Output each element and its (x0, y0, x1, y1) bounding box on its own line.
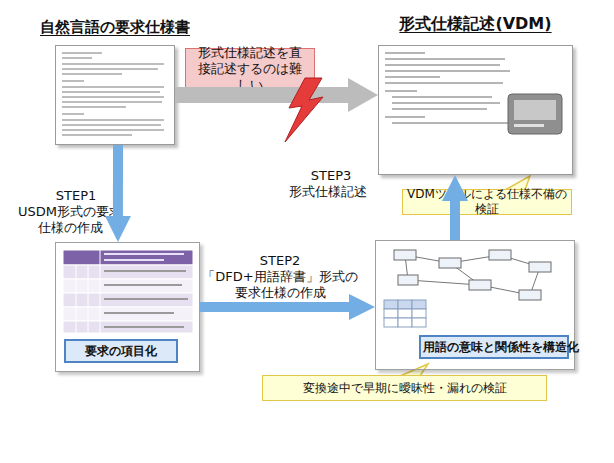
step-arrow (450, 195, 460, 240)
section-heading: 自然言語の要求仕様書 (40, 18, 190, 37)
table-text-lines (104, 253, 188, 328)
step-number: STEP3 (288, 168, 374, 184)
step-number: STEP1 (28, 188, 124, 204)
note-callout: VDMツールによる仕様不備の検証 (402, 189, 572, 215)
step-arrow (113, 145, 123, 222)
callout-text: VDMツールによる仕様不備の検証 (407, 187, 567, 217)
vdm-tools-icon (508, 94, 562, 134)
vdm-code-lines (385, 52, 512, 124)
glossary-table (384, 300, 426, 327)
lightning-bolt (285, 78, 323, 142)
dfd-node-shapes (394, 250, 551, 300)
step-description: USDM形式の要求仕様の作成 (18, 204, 122, 236)
section-heading: 形式仕様記述(VDM) (399, 14, 551, 35)
panel-caption: 用語の意味と関係性を構造化 (419, 335, 569, 359)
step-number: STEP2 (210, 253, 350, 269)
document-box: 自然言語の要求仕様書 (55, 45, 175, 145)
warning-callout: 形式仕様記述を直接記述するのは難しい (185, 48, 315, 90)
note-callout: 変換途中で早期に曖昧性・漏れの検証 (262, 375, 547, 401)
document-text-lines (62, 52, 164, 136)
step-description: 「DFD+用語辞書」形式の要求仕様の作成 (198, 269, 362, 301)
usdm-table (63, 250, 193, 333)
panel-caption: 要求の項目化 (64, 339, 178, 363)
dfd-panel: 用語の意味と関係性を構造化 (375, 240, 575, 370)
dfd-network (405, 255, 540, 295)
step-arrow (200, 302, 355, 312)
callout-text: 変換途中で早期に曖昧性・漏れの検証 (303, 381, 507, 396)
direct-arrow (175, 87, 356, 103)
callout-text: 形式仕様記述を直接記述するのは難しい (192, 45, 308, 93)
callout-pointer (268, 88, 300, 106)
step-description: 形式仕様記述 (280, 184, 376, 200)
formal-spec-box: 形式仕様記述(VDM) (378, 45, 573, 175)
usdm-panel: 要求の項目化 (55, 242, 200, 372)
